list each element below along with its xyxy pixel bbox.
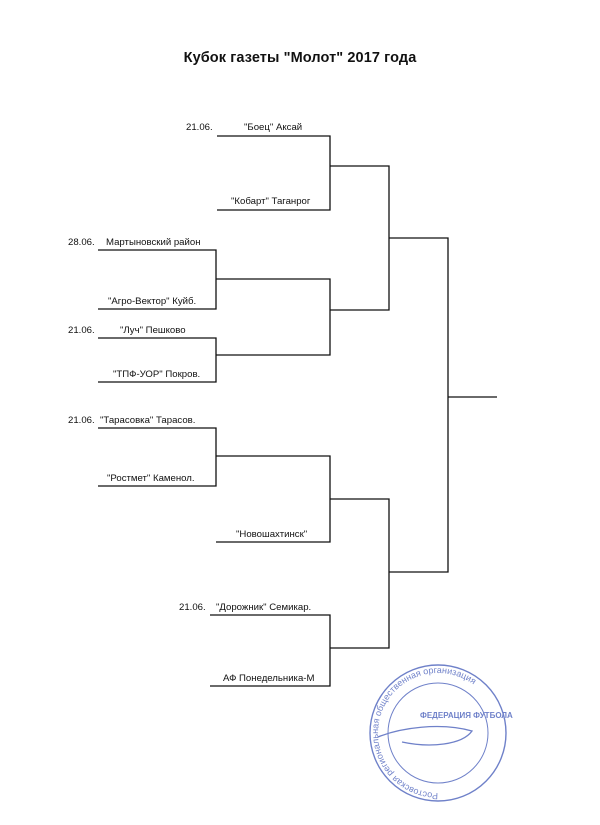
bracket-line-s1 bbox=[330, 165, 390, 311]
match-4: 21.06. "Тарасовка" Тарасов. "Ростмет" Ка… bbox=[68, 415, 195, 484]
match-1: 21.06. "Боец" Аксай "Кобарт" Таганрог bbox=[186, 122, 311, 207]
team-name: "Новошахтинск" bbox=[236, 529, 307, 540]
match-date: 21.06. bbox=[179, 602, 206, 613]
bracket-line-m6 bbox=[210, 614, 331, 687]
match-date: 21.06. bbox=[68, 415, 95, 426]
organization-stamp: Ростовская региональная общественная орг… bbox=[369, 664, 513, 802]
team-name: Мартыновский район bbox=[106, 237, 201, 248]
team-name: "ТПФ-УОР" Покров. bbox=[113, 369, 200, 380]
bracket-line-m3 bbox=[98, 337, 217, 383]
team-name: "Ростмет" Каменол. bbox=[107, 473, 195, 484]
team-name: АФ Понедельника-М bbox=[223, 673, 315, 684]
match-6: 21.06. "Дорожник" Семикар. АФ Понедельни… bbox=[179, 602, 315, 684]
match-3: 21.06. "Луч" Пешково "ТПФ-УОР" Покров. bbox=[68, 325, 200, 380]
signature-mark bbox=[377, 725, 474, 746]
team-name: "Агро-Вектор" Куйб. bbox=[108, 296, 196, 307]
bracket-lines bbox=[98, 135, 497, 687]
team-name: "Дорожник" Семикар. bbox=[216, 602, 311, 613]
bracket-line-s2 bbox=[330, 498, 390, 649]
match-2: 28.06. Мартыновский район "Агро-Вектор" … bbox=[68, 237, 201, 307]
match-5: "Новошахтинск" bbox=[236, 529, 307, 540]
match-date: 21.06. bbox=[68, 325, 95, 336]
bracket-line-final bbox=[389, 237, 449, 573]
bracket-line-m4 bbox=[98, 427, 217, 487]
bracket-line-m1 bbox=[217, 135, 331, 211]
match-date: 21.06. bbox=[186, 122, 213, 133]
match-date: 28.06. bbox=[68, 237, 95, 248]
page-title: Кубок газеты "Молот" 2017 года bbox=[183, 50, 417, 66]
team-name: "Кобарт" Таганрог bbox=[231, 196, 311, 207]
stamp-center-text: ФЕДЕРАЦИЯ ФУТБОЛА bbox=[420, 711, 513, 720]
team-name: "Тарасовка" Тарасов. bbox=[100, 415, 195, 426]
bracket-line-q23 bbox=[216, 278, 331, 356]
team-name: "Боец" Аксай bbox=[244, 122, 302, 133]
team-name: "Луч" Пешково bbox=[120, 325, 186, 336]
